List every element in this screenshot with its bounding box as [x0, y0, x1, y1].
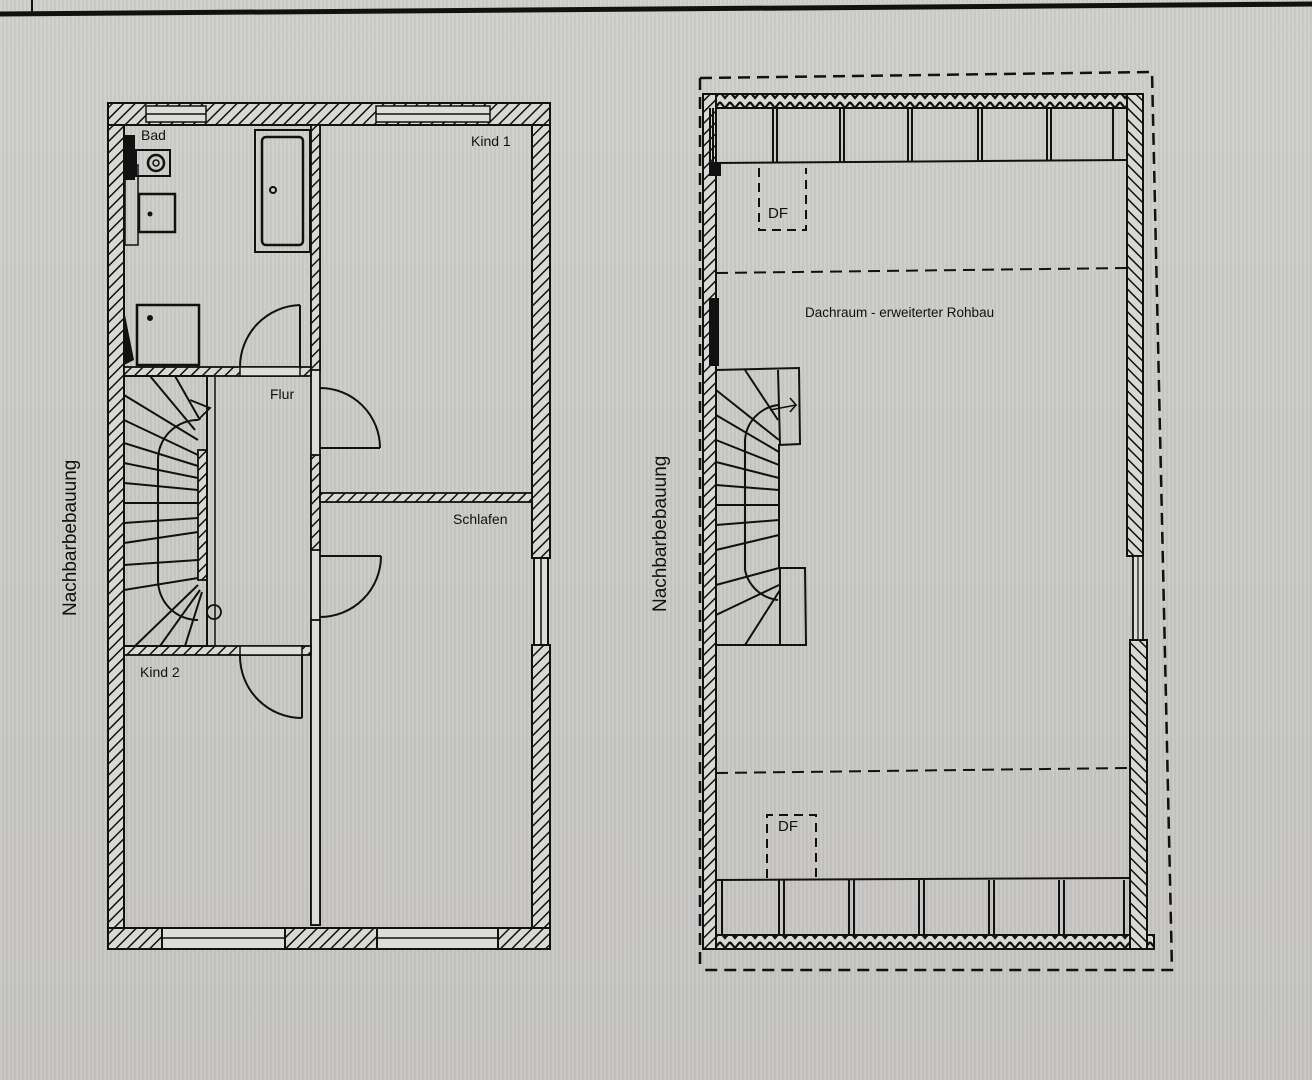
room-label-schlafen: Schlafen: [453, 511, 508, 527]
rafter-bays-south: [715, 877, 1131, 935]
door-bath: [239, 304, 301, 368]
room-label-kind2: Kind 2: [140, 664, 180, 680]
shower: [124, 135, 201, 367]
roof-window-label-north: DF: [768, 205, 788, 222]
side-label-neighbour-right: Nachbarbebauung: [650, 455, 671, 612]
staircase-attic: [715, 366, 808, 646]
north-wall: [702, 93, 1141, 109]
toilet: [135, 149, 171, 177]
door-kind2: [238, 654, 303, 719]
chimney: [709, 298, 719, 366]
room-label-kind1: Kind 1: [471, 133, 511, 149]
roof-window-label-south: DF: [778, 818, 798, 835]
east-wall-upper: [1126, 93, 1144, 557]
west-wall: [702, 93, 717, 950]
interior-wall-bath: [123, 366, 312, 377]
east-wall-upper: [531, 102, 551, 559]
kneewall-line-north: [715, 267, 1128, 274]
roof-outline: [699, 70, 1174, 972]
window-east: [1132, 555, 1144, 641]
roof-window-south: [766, 814, 817, 878]
upper-floor-plan: [107, 102, 551, 950]
interior-wall-kind1-schlafen: [319, 492, 533, 503]
roof-window-north: [758, 168, 807, 231]
west-wall: [107, 102, 125, 950]
interior-wall-kind2: [123, 645, 312, 656]
south-wall: [702, 934, 1155, 950]
window-north-kind1: [375, 105, 491, 123]
kneewall-line-south: [715, 767, 1128, 774]
door-schlafen: [319, 555, 382, 618]
bathtub: [254, 129, 311, 253]
door-kind1: [319, 387, 381, 449]
area-label-attic: Dachraum - erweiterter Rohbau: [805, 305, 995, 320]
staircase-upper: [123, 375, 222, 647]
side-label-neighbour-left: Nachbarbebauung: [60, 459, 81, 616]
window-north-bath: [145, 105, 207, 123]
window-east: [533, 557, 549, 646]
east-wall-lower: [1129, 639, 1148, 950]
attic-plan: [698, 70, 1174, 972]
sheet-border: [0, 0, 1312, 17]
rafter-bays-north: [709, 108, 1128, 176]
room-label-flur: Flur: [270, 386, 295, 402]
room-label-bad: Bad: [141, 127, 166, 143]
east-wall-lower: [531, 644, 551, 950]
